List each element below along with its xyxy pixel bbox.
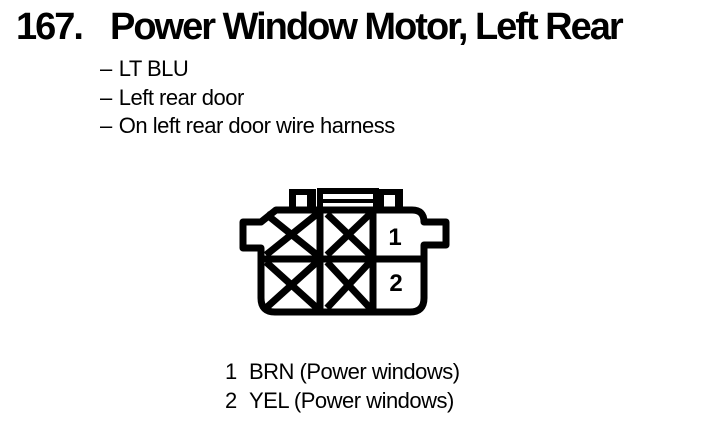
dash-bullet: – bbox=[100, 56, 112, 81]
legend-pin-label: BRN (Power windows) bbox=[249, 359, 460, 384]
note-item: – On left rear door wire harness bbox=[100, 112, 395, 141]
heading: 167. Power Window Motor, Left Rear bbox=[16, 6, 624, 48]
connector-top-tabs bbox=[289, 188, 403, 212]
item-number: 167. bbox=[16, 6, 84, 48]
crossed-cell bbox=[263, 211, 320, 258]
dash-bullet: – bbox=[100, 84, 112, 110]
pin-1-label: 1 bbox=[388, 224, 401, 251]
latch-tab-right-notch bbox=[384, 195, 395, 212]
legend-pin-label: YEL (Power windows) bbox=[249, 388, 454, 413]
connector-grid bbox=[263, 211, 422, 311]
crossed-cell bbox=[324, 211, 373, 258]
note-text: LT BLU bbox=[118, 56, 189, 81]
pin-legend: 1 BRN (Power windows) 2 YEL (Power windo… bbox=[225, 357, 460, 415]
legend-item: 1 BRN (Power windows) bbox=[225, 357, 460, 386]
note-text: Left rear door bbox=[118, 84, 245, 110]
note-item: – Left rear door bbox=[100, 84, 395, 113]
note-text: On left rear door wire harness bbox=[118, 113, 396, 138]
connector-diagram: 1 2 bbox=[239, 188, 450, 316]
crossed-cell bbox=[324, 259, 373, 311]
legend-pin-number: 1 bbox=[225, 359, 237, 384]
notes-list: – LT BLU – Left rear door – On left rear… bbox=[100, 55, 395, 141]
latch-tab-center-slot bbox=[323, 194, 373, 199]
legend-item: 2 YEL (Power windows) bbox=[225, 386, 460, 415]
page-title: Power Window Motor, Left Rear bbox=[110, 6, 624, 48]
pin-2-label: 2 bbox=[389, 270, 402, 297]
note-item: – LT BLU bbox=[100, 55, 395, 84]
legend-pin-number: 2 bbox=[225, 388, 237, 413]
latch-tab-center-slot bbox=[323, 203, 373, 208]
crossed-cell bbox=[263, 259, 320, 311]
dash-bullet: – bbox=[100, 113, 112, 138]
latch-tab-left-notch bbox=[296, 195, 307, 212]
